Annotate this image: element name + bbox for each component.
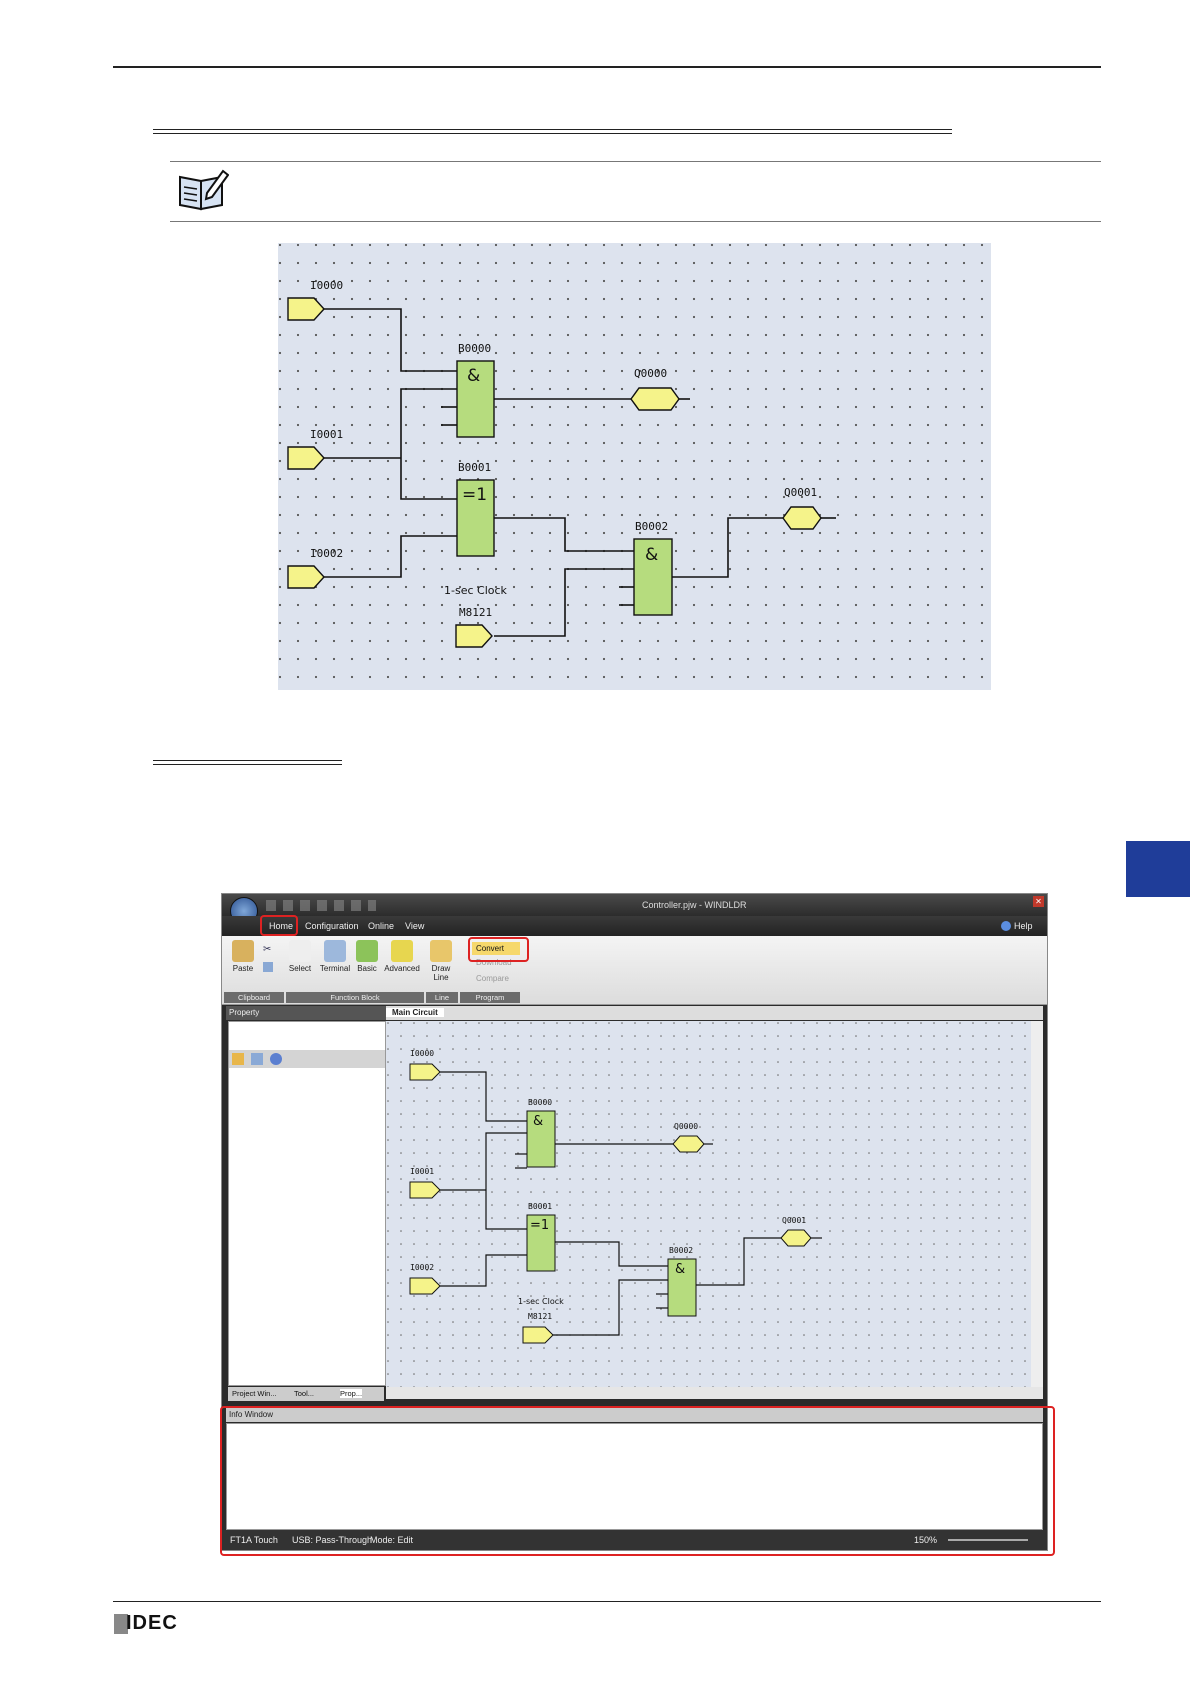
section-heading-underline-2 xyxy=(153,764,342,765)
tab-configuration[interactable]: Configuration xyxy=(305,921,359,931)
property-toolbar xyxy=(229,1050,385,1068)
vertical-scrollbar[interactable] xyxy=(1031,1021,1043,1387)
section-heading-underline-2 xyxy=(153,133,952,134)
header-rule xyxy=(113,66,1101,68)
basic-button[interactable]: Basic xyxy=(354,940,380,973)
terminal-button[interactable]: Terminal xyxy=(318,940,352,973)
ribbon-group-label: Program xyxy=(460,992,520,1003)
idec-logo: IDEC xyxy=(114,1612,184,1636)
fbd-diagram: I0000 I0001 I0002 M8121 1-sec Clock B000… xyxy=(278,243,991,690)
output-label: Q0000 xyxy=(634,367,668,380)
clock-label: 1-sec Clock xyxy=(518,1297,564,1306)
block-operator: & xyxy=(645,545,659,565)
main-circuit-canvas[interactable]: I0000 I0001 I0002 M8121 1-sec Clock B000… xyxy=(386,1021,1031,1387)
comm-status: USB: Pass-Through xyxy=(292,1535,373,1545)
advanced-a-icon xyxy=(391,940,413,962)
tab-online[interactable]: Online xyxy=(368,921,395,931)
panel-tabs: Project Win... Tool... Prop... xyxy=(228,1387,384,1401)
block-label: B0000 xyxy=(458,342,492,355)
input-label: I0001 xyxy=(310,428,344,441)
tab-home[interactable]: Home xyxy=(269,921,294,931)
zoom-slider[interactable] xyxy=(948,1539,1028,1541)
output-label: Q0000 xyxy=(674,1122,699,1131)
block-operator: =1 xyxy=(462,485,488,505)
output-label: Q0001 xyxy=(784,486,818,499)
download-button[interactable]: Download xyxy=(476,958,512,967)
input-label: I0000 xyxy=(410,1049,435,1058)
block-operator: & xyxy=(467,366,481,386)
tab-tool[interactable]: Tool... xyxy=(294,1389,315,1398)
sort-az-icon[interactable] xyxy=(251,1053,263,1065)
select-button[interactable]: Select xyxy=(286,940,314,973)
footer-rule xyxy=(113,1601,1101,1602)
cut-icon[interactable]: ✂ xyxy=(263,944,272,955)
property-panel xyxy=(228,1021,386,1386)
input-label: I0002 xyxy=(410,1263,435,1272)
home-tab-highlight xyxy=(260,915,298,936)
advanced-button[interactable]: Advanced xyxy=(382,940,422,973)
tab-main-circuit[interactable]: Main Circuit xyxy=(386,1008,444,1017)
block-operator: & xyxy=(533,1114,544,1129)
block-label: B0002 xyxy=(669,1246,694,1255)
categorized-icon[interactable] xyxy=(232,1053,244,1065)
block-label: B0000 xyxy=(528,1098,553,1107)
block-operator: & xyxy=(675,1262,686,1277)
input-label: I0002 xyxy=(310,547,344,560)
plc-type-status[interactable]: FT1A Touch xyxy=(230,1535,278,1545)
horizontal-scrollbar[interactable] xyxy=(386,1387,1043,1399)
section-heading-underline xyxy=(153,760,342,761)
copy-icon[interactable] xyxy=(263,962,273,972)
draw-line-button[interactable]: Draw Line xyxy=(427,940,455,982)
ribbon: Paste ✂ Select Terminal Basic Advanced D… xyxy=(222,936,1047,1005)
block-label: B0002 xyxy=(635,520,669,533)
ribbon-group-label: Line xyxy=(426,992,458,1003)
zoom-level: 150% xyxy=(914,1535,938,1545)
input-label: I0001 xyxy=(410,1167,435,1176)
title-bar: Controller.pjw - WINDLDR ✕ xyxy=(222,894,1047,925)
pencil-icon xyxy=(430,940,452,962)
window-title: Controller.pjw - WINDLDR xyxy=(642,900,747,910)
help-menu[interactable]: Help xyxy=(1014,921,1033,931)
help-icon[interactable] xyxy=(1001,921,1011,931)
tab-project-window[interactable]: Project Win... xyxy=(232,1389,277,1398)
block-label: B0001 xyxy=(528,1202,553,1211)
quick-access-toolbar[interactable] xyxy=(266,900,376,911)
tab-property[interactable]: Prop... xyxy=(340,1389,363,1398)
main-circuit-tab-bar: Main Circuit xyxy=(386,1006,1043,1020)
block-operator: =1 xyxy=(530,1218,550,1233)
input-label: I0000 xyxy=(310,279,344,292)
input-label: M8121 xyxy=(528,1312,553,1321)
clock-label: 1-sec Clock xyxy=(444,584,507,597)
menu-bar: Home Configuration Online View Help xyxy=(222,916,1047,936)
status-bar: FT1A Touch USB: Pass-Through Mode: Edit … xyxy=(222,1530,1047,1550)
compare-button[interactable]: Compare xyxy=(476,974,509,983)
section-heading-underline xyxy=(153,129,952,130)
help-round-icon[interactable] xyxy=(270,1053,282,1065)
paste-button[interactable]: Paste xyxy=(228,940,258,973)
ribbon-group-label: Function Block xyxy=(286,992,424,1003)
windldr-window: Controller.pjw - WINDLDR ✕ Home Configur… xyxy=(221,893,1048,1551)
info-window-header: Info Window xyxy=(226,1408,1043,1422)
basic-b-icon xyxy=(356,940,378,962)
note-top-rule xyxy=(170,161,1101,162)
input-label: M8121 xyxy=(459,606,493,619)
ribbon-group-label: Clipboard xyxy=(224,992,284,1003)
pointer-icon xyxy=(289,940,311,962)
note-bottom-rule xyxy=(170,221,1101,222)
tab-view[interactable]: View xyxy=(405,921,425,931)
clipboard-icon xyxy=(232,940,254,962)
mode-status: Mode: Edit xyxy=(370,1535,414,1545)
convert-button[interactable]: Convert xyxy=(472,942,520,955)
property-panel-header: Property xyxy=(226,1006,386,1020)
note-icon xyxy=(177,167,230,211)
output-label: Q0001 xyxy=(782,1216,807,1225)
info-window-highlight xyxy=(220,1406,1055,1556)
info-window xyxy=(226,1423,1043,1530)
close-icon[interactable]: ✕ xyxy=(1033,896,1044,907)
terminal-icon xyxy=(324,940,346,962)
block-label: B0001 xyxy=(458,461,492,474)
convert-highlight xyxy=(468,937,529,962)
chapter-tab xyxy=(1126,841,1190,897)
